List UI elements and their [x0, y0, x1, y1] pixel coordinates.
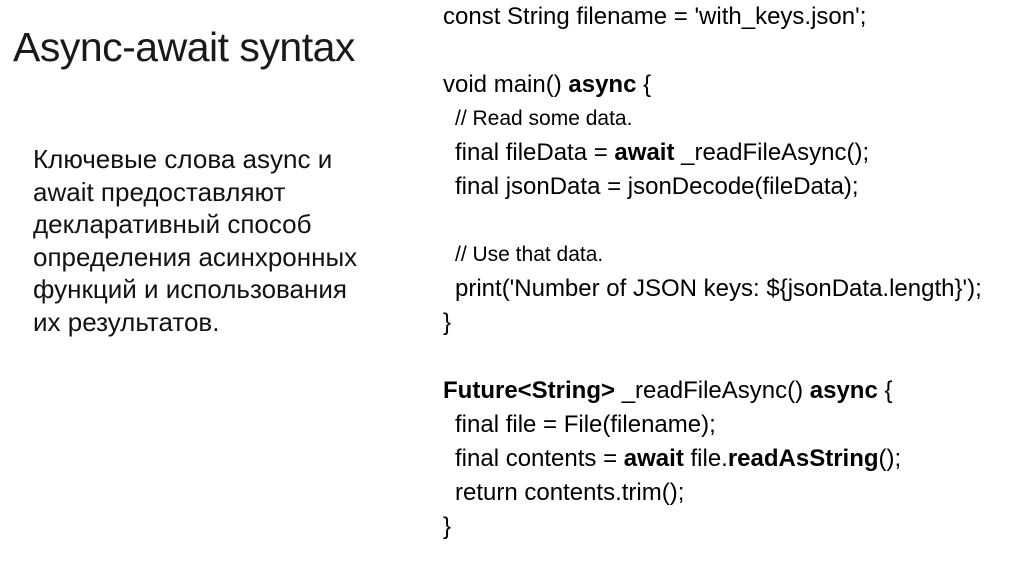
- code-line: return contents.trim();: [443, 476, 982, 510]
- code-text: return contents.trim();: [455, 479, 685, 506]
- code-text: file.: [683, 445, 728, 472]
- code-line: void main() async {: [443, 68, 982, 102]
- description-line: функций и использования: [33, 274, 347, 304]
- code-keyword: async: [568, 71, 637, 98]
- code-text: {: [877, 377, 893, 404]
- code-line: final contents = await file.readAsString…: [443, 442, 982, 476]
- code-keyword: await: [623, 445, 684, 472]
- code-line: }: [443, 510, 982, 544]
- code-text: }: [443, 309, 452, 336]
- code-text: ();: [878, 445, 902, 472]
- description-line: их результатов.: [33, 306, 220, 337]
- code-blank-line: [443, 204, 982, 238]
- code-comment-line: // Read some data.: [443, 102, 982, 136]
- code-blank-line: [443, 34, 982, 68]
- code-text: // Read some data.: [455, 107, 633, 130]
- code-text: void main(): [443, 71, 569, 98]
- code-line: Future<String> _readFileAsync() async {: [443, 374, 982, 408]
- code-line: final fileData = await _readFileAsync();: [443, 136, 982, 170]
- code-keyword: async: [809, 377, 878, 404]
- code-line: final file = File(filename);: [443, 408, 982, 442]
- code-keyword: readAsString: [727, 445, 879, 472]
- description-line: Ключевые слова async и: [33, 144, 333, 174]
- code-text: print('Number of JSON keys: ${jsonData.l…: [455, 275, 982, 302]
- code-text: const String filename = 'with_keys.json'…: [443, 3, 867, 30]
- code-comment-line: // Use that data.: [443, 238, 982, 272]
- code-text: _readFileAsync();: [674, 139, 870, 166]
- code-text: // Use that data.: [455, 243, 604, 266]
- code-text: final file = File(filename);: [455, 411, 716, 438]
- code-line: final jsonData = jsonDecode(fileData);: [443, 170, 982, 204]
- code-text: final jsonData = jsonDecode(fileData);: [455, 173, 859, 200]
- code-line: }: [443, 306, 982, 340]
- code-block: const String filename = 'with_keys.json'…: [443, 0, 982, 544]
- code-keyword: Future<String>: [443, 377, 616, 404]
- description-line: декларативный способ: [33, 209, 312, 239]
- code-text: {: [636, 71, 652, 98]
- code-line: const String filename = 'with_keys.json'…: [443, 0, 982, 34]
- code-text: final fileData =: [455, 139, 615, 166]
- code-keyword: await: [614, 139, 675, 166]
- code-text: final contents =: [455, 445, 624, 472]
- code-blank-line: [443, 340, 982, 374]
- slide-title: Async-await syntax: [13, 24, 355, 70]
- code-text: }: [443, 513, 452, 540]
- description-line: await предоставляют: [33, 176, 286, 207]
- code-text: _readFileAsync(): [615, 377, 810, 404]
- code-line: print('Number of JSON keys: ${jsonData.l…: [443, 272, 982, 306]
- description-line: определения асинхронных: [33, 241, 358, 272]
